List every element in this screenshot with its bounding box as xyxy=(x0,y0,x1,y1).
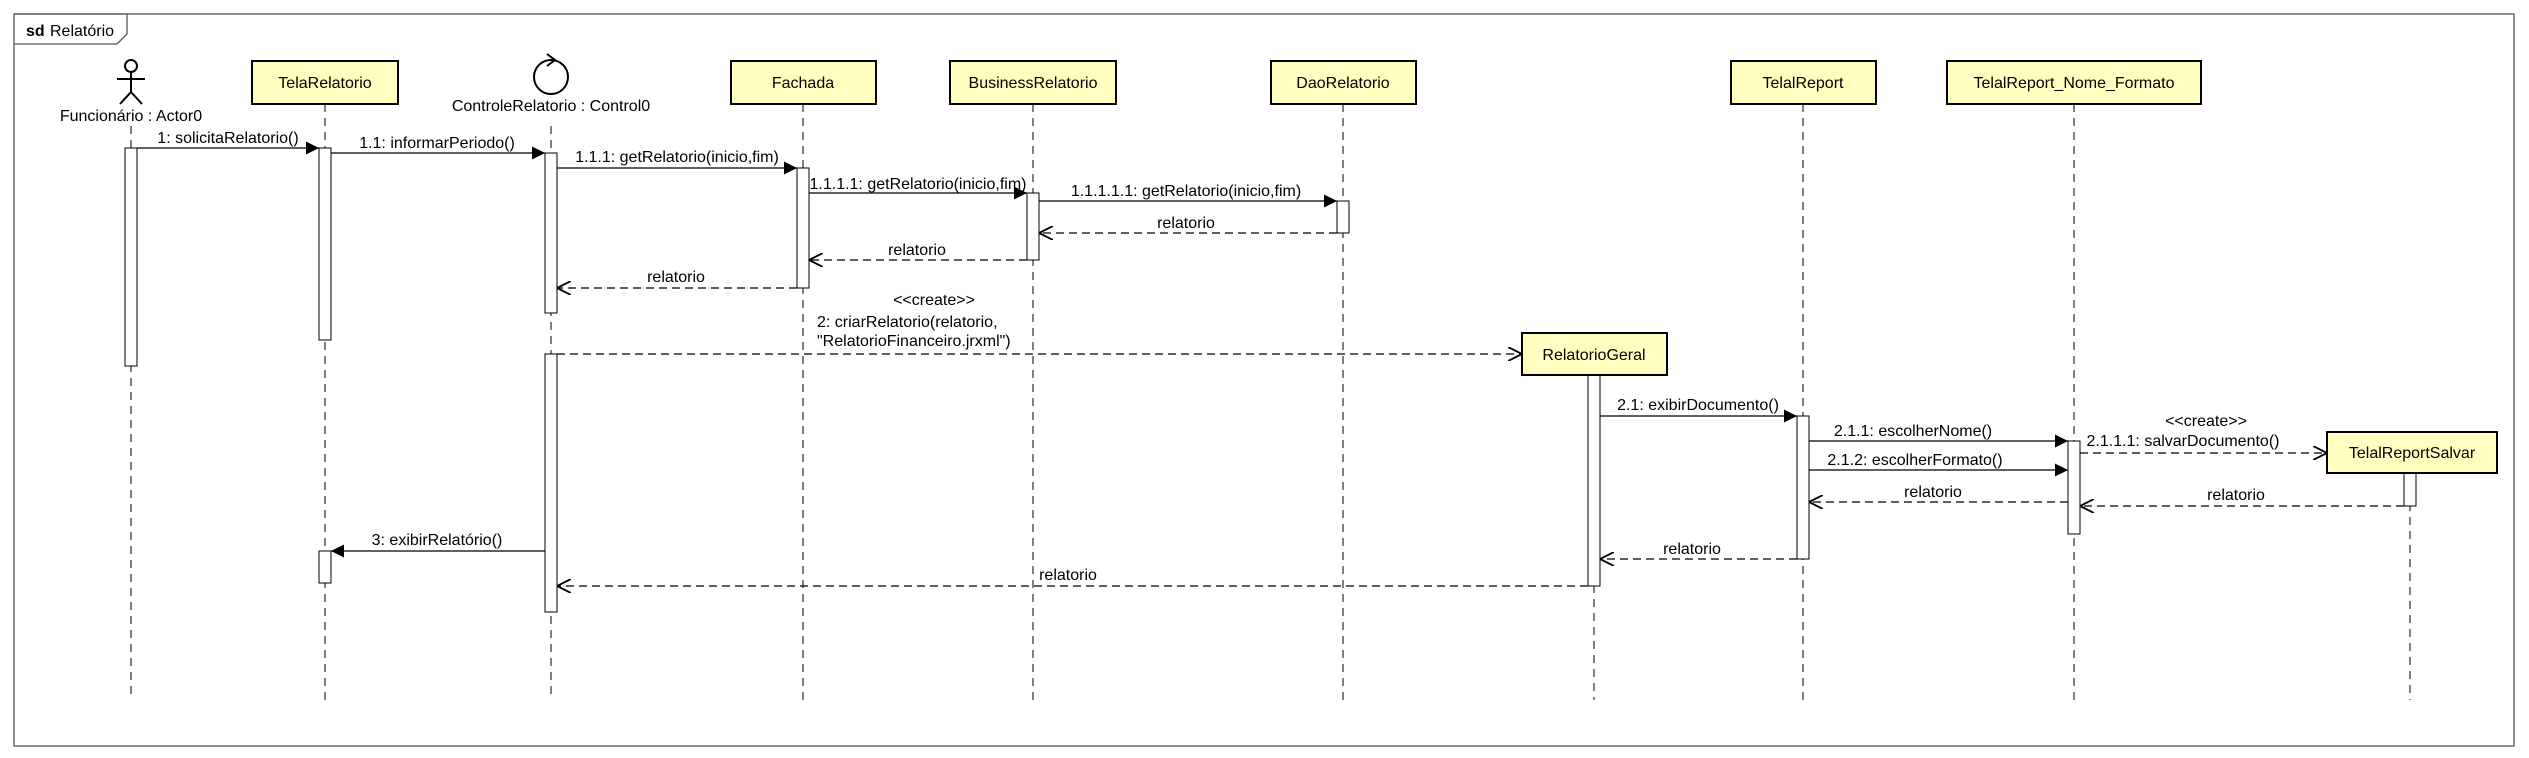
return-nome-formato: relatorio xyxy=(1809,484,2068,502)
activation-bar xyxy=(1796,415,1810,560)
message-label: 1.1.1.1.1: getRelatorio(inicio,fim) xyxy=(1071,183,1301,200)
activation-bar xyxy=(796,167,810,289)
participant-label: TelaRelatorio xyxy=(278,75,371,92)
actor-icon xyxy=(117,59,145,105)
participant-label: TelalReport_Nome_Formato xyxy=(1974,75,2175,92)
message-1-1-1-1-1: 1.1.1.1.1: getRelatorio(inicio,fim) xyxy=(1039,183,1337,208)
participant-label: ControleRelatorio : Control0 xyxy=(452,98,650,115)
sd-frame: sd Relatório xyxy=(13,13,2515,747)
frame-keyword: sd xyxy=(26,23,45,40)
message-2-1-2: 2.1.2: escolherFormato() xyxy=(1809,452,2068,477)
message-label: relatorio xyxy=(1663,541,1721,558)
participant-telal-report: TelalReport xyxy=(1730,60,1877,105)
message-label: relatorio xyxy=(2207,487,2265,504)
message-label: 1: solicitaRelatorio() xyxy=(157,130,298,147)
messages: 1: solicitaRelatorio() 1.1: informarPeri… xyxy=(137,130,2404,586)
activations xyxy=(124,147,2417,613)
message-label: 2.1.2: escolherFormato() xyxy=(1827,452,2002,469)
message-label: 3: exibirRelatório() xyxy=(372,532,503,549)
control-icon xyxy=(533,53,569,95)
return-dao: relatorio xyxy=(1039,215,1337,233)
message-label-cont: "RelatorioFinanceiro.jrxml") xyxy=(817,333,1011,350)
participant-label: TelalReportSalvar xyxy=(2349,445,2476,462)
message-label: 1.1: informarPeriodo() xyxy=(359,135,515,152)
message-1-1: 1.1: informarPeriodo() xyxy=(331,135,545,160)
participant-actor0: Funcionário : Actor0 xyxy=(60,59,202,125)
activation-bar xyxy=(544,152,558,314)
message-3: 3: exibirRelatório() xyxy=(331,532,545,558)
message-label: 1.1.1.1: getRelatorio(inicio,fim) xyxy=(810,176,1027,193)
create-stereotype: <<create>> xyxy=(2165,413,2247,430)
participant-relatorio-geral: RelatorioGeral xyxy=(1521,332,1668,376)
message-label: relatorio xyxy=(1157,215,1215,232)
activation-bar xyxy=(1026,192,1040,261)
message-label: relatorio xyxy=(1904,484,1962,501)
participant-business-relatorio: BusinessRelatorio xyxy=(949,60,1117,105)
participant-label: BusinessRelatorio xyxy=(969,75,1098,92)
participant-telal-report-nome-formato: TelalReport_Nome_Formato xyxy=(1946,60,2202,105)
activation-bar xyxy=(124,147,138,367)
message-label: relatorio xyxy=(1039,567,1097,584)
frame-title: Relatório xyxy=(50,23,114,40)
message-label: relatorio xyxy=(888,242,946,259)
activation-bar xyxy=(1336,200,1350,234)
participant-dao-relatorio: DaoRelatorio xyxy=(1270,60,1417,105)
activation-bar xyxy=(2403,472,2417,507)
message-label: 2.1.1: escolherNome() xyxy=(1834,423,1992,440)
participant-telal-report-salvar: TelalReportSalvar xyxy=(2326,431,2498,474)
create-stereotype: <<create>> xyxy=(893,292,975,309)
message-label: 1.1.1: getRelatorio(inicio,fim) xyxy=(575,149,779,166)
participant-label: DaoRelatorio xyxy=(1296,75,1389,92)
activation-bar xyxy=(2067,440,2081,535)
activation-bar xyxy=(318,147,332,341)
message-1: 1: solicitaRelatorio() xyxy=(137,130,319,155)
return-relatorio-geral: relatorio xyxy=(557,567,1588,586)
participant-label: TelalReport xyxy=(1763,75,1844,92)
return-salvar: relatorio xyxy=(2080,487,2404,506)
participant-label: RelatorioGeral xyxy=(1542,347,1645,364)
participant-controle-relatorio: ControleRelatorio : Control0 xyxy=(452,53,650,115)
message-label: relatorio xyxy=(647,269,705,286)
return-business: relatorio xyxy=(809,242,1027,260)
message-label: 2.1.1.1: salvarDocumento() xyxy=(2087,433,2280,450)
participant-fachada: Fachada xyxy=(730,60,877,105)
activation-bar xyxy=(318,550,332,584)
message-1-1-1: 1.1.1: getRelatorio(inicio,fim) xyxy=(557,149,797,175)
message-2-1: 2.1: exibirDocumento() xyxy=(1600,397,1797,423)
participant-label: Funcionário : Actor0 xyxy=(60,108,202,125)
activation-bar xyxy=(1587,374,1601,587)
return-telal-report: relatorio xyxy=(1600,541,1797,559)
message-label: 2.1: exibirDocumento() xyxy=(1617,397,1779,414)
message-2-1-1: 2.1.1: escolherNome() xyxy=(1809,423,2068,448)
participant-tela-relatorio: TelaRelatorio xyxy=(251,60,399,105)
message-label: 2: criarRelatorio(relatorio, xyxy=(817,314,998,331)
message-1-1-1-1: 1.1.1.1: getRelatorio(inicio,fim) xyxy=(809,176,1027,200)
return-fachada: relatorio xyxy=(557,269,797,288)
activation-bar xyxy=(544,353,558,613)
participant-label: Fachada xyxy=(772,75,834,92)
create-message-2-1-1-1: <<create>> 2.1.1.1: salvarDocumento() xyxy=(2080,413,2327,453)
create-message-2: <<create>> 2: criarRelatorio(relatorio, … xyxy=(557,292,1522,354)
